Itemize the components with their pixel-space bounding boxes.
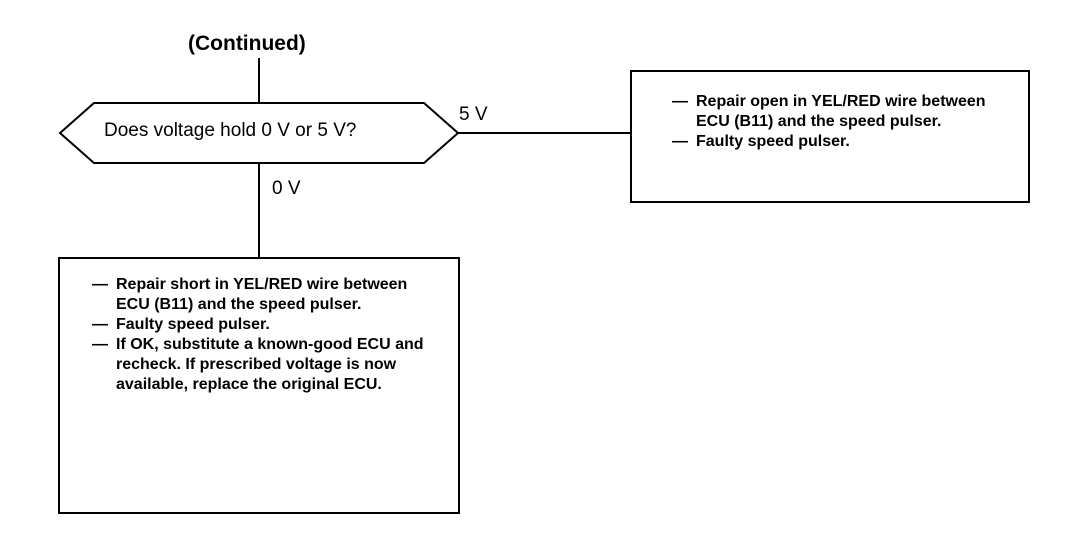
result-list-bottom: — Repair short in YEL/RED wire between EC… <box>92 275 432 395</box>
branch-label-0v: 0 V <box>272 178 301 199</box>
result-box-right <box>630 70 1030 203</box>
result-box-bottom <box>58 257 460 514</box>
dash-bullet: — <box>92 316 108 333</box>
branch-label-5v: 5 V <box>459 104 488 125</box>
decision-question: Does voltage hold 0 V or 5 V? <box>104 120 357 141</box>
result-list-right: — Repair open in YEL/RED wire between ECU… <box>672 92 1012 152</box>
dash-bullet: — <box>92 276 108 293</box>
decision-shape <box>58 102 460 164</box>
dash-bullet: — <box>672 133 688 150</box>
dash-bullet: — <box>92 336 108 353</box>
list-item-text: Faulty speed pulser. <box>696 133 850 150</box>
list-item-text: Repair open in YEL/RED wire between ECU … <box>696 93 986 130</box>
diagram-title: (Continued) <box>188 32 306 55</box>
list-item-text: Repair short in YEL/RED wire between ECU… <box>116 276 408 313</box>
list-item-text: Faulty speed pulser. <box>116 316 270 333</box>
list-item: — Faulty speed pulser. <box>672 132 1012 152</box>
list-item: — If OK, substitute a known-good ECU and … <box>92 335 432 395</box>
list-item-text: If OK, substitute a known-good ECU and r… <box>116 336 424 393</box>
list-item: — Faulty speed pulser. <box>92 315 432 335</box>
list-item: — Repair short in YEL/RED wire between EC… <box>92 275 432 315</box>
dash-bullet: — <box>672 93 688 110</box>
list-item: — Repair open in YEL/RED wire between ECU… <box>672 92 1012 132</box>
